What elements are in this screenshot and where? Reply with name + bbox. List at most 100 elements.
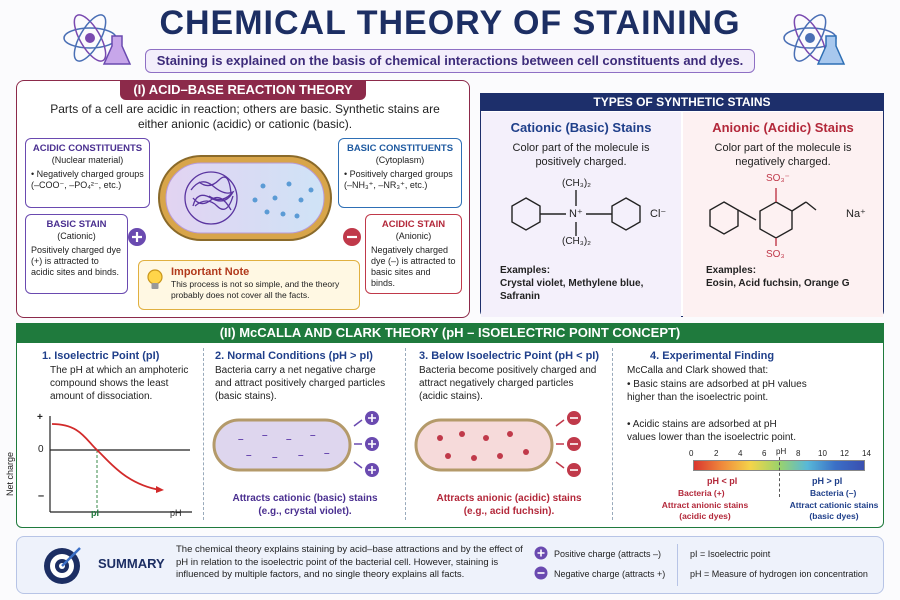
cationic-counter-ion: Cl⁻ [650,208,667,220]
graph-plus: + [37,412,43,423]
cationic-structure [511,190,641,236]
page-title: CHEMICAL THEORY OF STAINING [159,4,741,42]
right-ph-caption: Attract cationic stains (basic dyes) [789,500,879,521]
basic-stain-box: BASIC STAIN (Cationic) Positively charge… [25,214,128,294]
normal-conditions-text: Bacteria carry a net negative charge and… [215,365,386,402]
acidic-constituents-title: ACIDIC CONSTITUENTS [32,143,143,154]
scale-tick: 2 [714,449,719,458]
cationic-examples-list: Crystal violet, Methylene blue, Safranin [500,278,644,302]
cationic-group-bottom: (CH₃)₂ [562,236,592,247]
anionic-structure [709,188,817,246]
basic-stain-title: BASIC STAIN [46,219,107,230]
basic-stain-sub: (Cationic) [57,231,96,241]
cationic-examples-label: Examples: [500,265,551,276]
experimental-bullet-2: • Acidic stains are adsorbed at pH value… [627,419,796,443]
basic-constituents-sub: (Cytoplasm) [375,155,425,165]
scale-tick: 10 [818,449,827,458]
normal-conditions-title: 2. Normal Conditions (pH > pI) [215,350,373,362]
summary-text: The chemical theory explains staining by… [176,544,523,580]
minus-charge-icon [343,228,361,246]
left-ph-caption: Attract anionic stains (acidic dyes) [661,500,749,521]
experimental-bullet-1: • Basic stains are adsorbed at pH values… [627,379,807,403]
scale-tick: 12 [840,449,849,458]
negative-legend-text: Negative charge (attracts +) [554,569,666,579]
synthetic-stains-heading: TYPES OF SYNTHETIC STAINS [480,93,884,111]
net-charge-graph [49,416,192,513]
svg-text:–: – [324,448,330,459]
graph-xlabel: pH [170,508,182,518]
panel-divider-2 [405,348,406,520]
bacterial-cell-illustration [158,155,332,241]
summary-title: SUMMARY [98,556,165,571]
anionic-desc: Color part of the molecule is negatively… [714,142,852,168]
svg-text:–: – [310,430,316,441]
anionic-group-top: SO₃⁻ [766,173,790,184]
cationic-atom: N⁺ [569,208,583,220]
svg-text:–: – [246,450,252,461]
below-isoelectric-caption: Attracts anionic (acidic) stains (e.g., … [436,493,582,517]
pi-definition: pI = Isoelectric point [690,549,771,559]
acid-base-heading: (I) ACID–BASE REACTION THEORY [120,80,366,100]
cationic-examples: Examples: Crystal violet, Methylene blue… [500,264,670,303]
important-note-text: This process is not so simple, and the t… [171,279,340,300]
basic-constituents-text: • Positively charged groups (–NH₃⁺, –NR₃… [344,169,453,190]
anionic-examples-list: Eosin, Acid fuchsin, Orange G [706,278,850,289]
plus-charge-icon [128,228,146,246]
anionic-examples: Examples: Eosin, Acid fuchsin, Orange G [706,264,876,290]
basic-stain-text: Positively charged dye (+) is attracted … [31,245,122,277]
right-ph-label: pH > pI [812,476,843,486]
svg-text:–: – [298,450,304,461]
isoelectric-title: 1. Isoelectric Point (pI) [42,350,160,362]
positive-legend-text: Positive charge (attracts –) [554,549,662,559]
lightbulb-icon [147,269,163,289]
anionic-column [683,112,883,317]
scale-tick: 8 [796,449,801,458]
anionic-group-bottom: SO₃ [766,249,785,260]
scale-tick: 4 [738,449,743,458]
experimental-title: 4. Experimental Finding [650,350,775,362]
acidic-stain-title: ACIDIC STAIN [381,219,446,230]
svg-text:–: – [286,434,292,445]
isoelectric-marker-line [779,457,780,497]
target-icon [44,547,81,584]
svg-text:–: – [262,430,268,441]
cationic-column [481,112,681,317]
acidic-constituents-box: ACIDIC CONSTITUENTS (Nuclear material) •… [25,138,150,208]
cationic-group-top: (CH₃)₂ [562,178,592,189]
anionic-counter-ion: Na⁺ [846,208,866,220]
acidic-stain-box: ACIDIC STAIN (Anionic) Negatively charge… [365,214,462,294]
acidic-stain-sub: (Anionic) [395,231,432,241]
graph-zero: 0 [38,444,44,455]
acidic-constituents-sub: (Nuclear material) [51,155,124,165]
isoelectric-text: The pH at which an amphoteric compound s… [50,365,189,402]
acid-base-intro: Parts of a cell are acidic in reaction; … [50,102,440,131]
cationic-title: Cationic (Basic) Stains [510,120,652,135]
scale-tick: 6 [762,449,767,458]
acidic-constituents-text: • Negatively charged groups (–COO⁻, –PO₄… [31,169,144,190]
graph-minus: – [38,490,45,502]
graph-marker: pI [91,508,99,518]
below-isoelectric-title: 3. Below Isoelectric Point (pH < pI) [419,350,600,362]
atom-flask-icon-right [783,14,846,65]
svg-text:–: – [272,452,278,463]
negative-legend-icon [534,566,548,580]
normal-conditions-caption: Attracts cationic (basic) stains (e.g., … [232,493,378,517]
summary-box [16,536,884,594]
cationic-desc: Color part of the molecule is positively… [512,142,650,168]
important-note-title: Important Note [171,266,250,278]
negative-bacterium-illustration: –––– –––– [212,411,379,477]
scale-tick: 0 [689,449,694,458]
basic-constituents-title: BASIC CONSTITUENTS [346,143,454,154]
positive-legend-icon [534,546,548,560]
scale-ticks: 0 2 4 6 8 10 12 14 [686,449,872,459]
page-subtitle: Staining is explained on the basis of ch… [145,49,755,73]
summary-divider [677,544,678,586]
important-note-box: Important Note This process is not so si… [138,260,360,310]
graph-ylabel: Net charge [5,451,15,496]
left-ph-sub: Bacteria (+) [678,488,725,498]
scale-tick: 14 [862,449,871,458]
svg-text:–: – [238,434,244,445]
experimental-intro: McCalla and Clark showed that: [627,365,769,376]
positive-bacterium-illustration [414,411,581,477]
scale-marker-label: pH [776,447,787,456]
